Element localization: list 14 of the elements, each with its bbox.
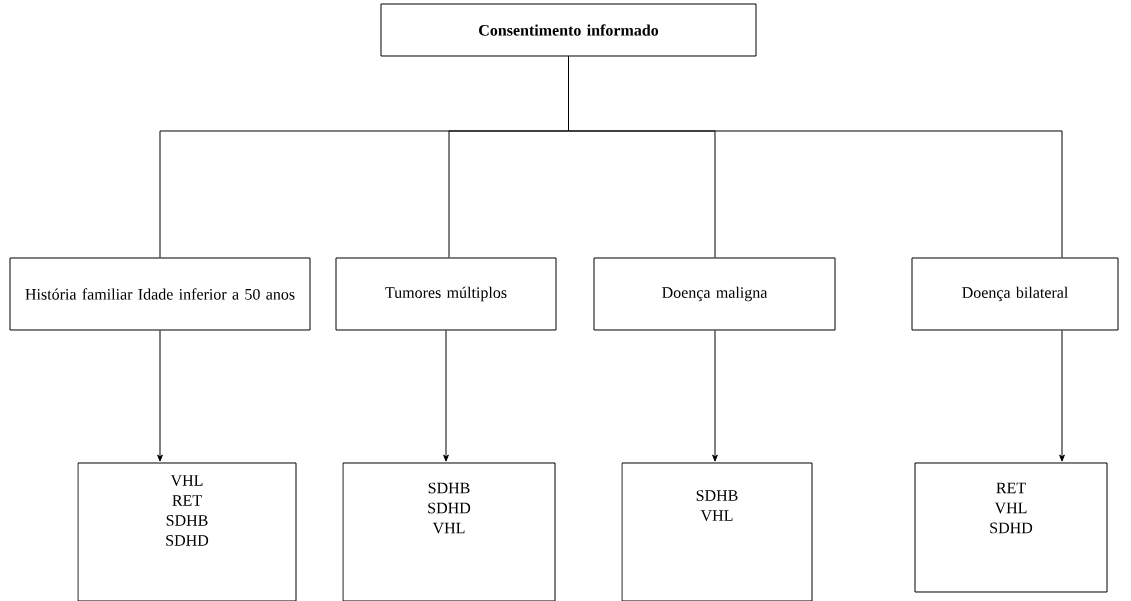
category-box: História familiar Idade inferior a 50 anos [9,257,311,331]
gene-list-box: SDHB SDHD VHL [342,462,556,601]
arrow [1059,330,1065,462]
category-box: Doença maligna [593,257,836,331]
gene-list-box: RET VHL SDHD [914,462,1108,593]
category-box: Doença bilateral [911,257,1119,331]
title-box: Consentimento informado [380,3,757,57]
arrow [712,330,718,462]
category-box: Tumores múltiplos [335,257,557,331]
arrow [443,330,449,462]
gene-list-box: SDHB VHL [621,462,813,601]
connector-line [568,56,1063,258]
arrow [157,330,163,462]
gene-list-box: VHL RET SDHB SDHD [77,462,297,601]
